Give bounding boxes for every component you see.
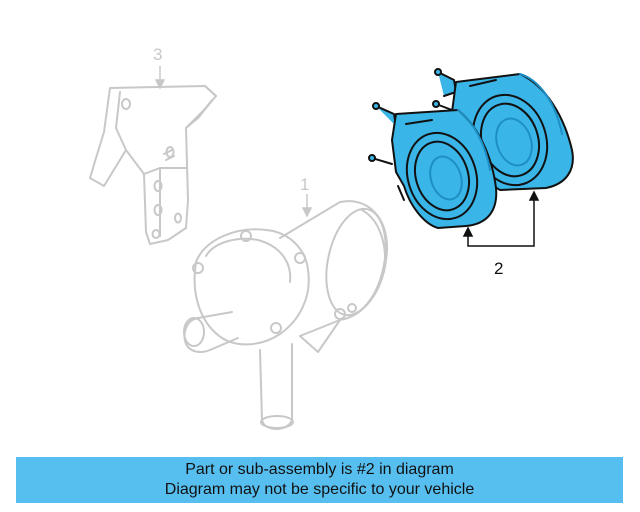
callout-3: 3 [153,45,162,64]
caption-line-2: Diagram may not be specific to your vehi… [164,481,475,498]
leader-part-2 [462,190,540,247]
caption-bar: Part or sub-assembly is #2 in diagram Di… [16,457,623,503]
insulator-front [368,102,498,229]
leader-part-1 [301,194,313,218]
leader-part-3 [154,66,166,90]
bracket-part-3 [89,85,217,245]
caption-background [16,457,623,503]
pump-part-1 [183,200,389,430]
caption-line-1: Part or sub-assembly is #2 in diagram [185,461,454,478]
callout-1: 1 [300,175,309,194]
callout-2: 2 [494,259,503,278]
